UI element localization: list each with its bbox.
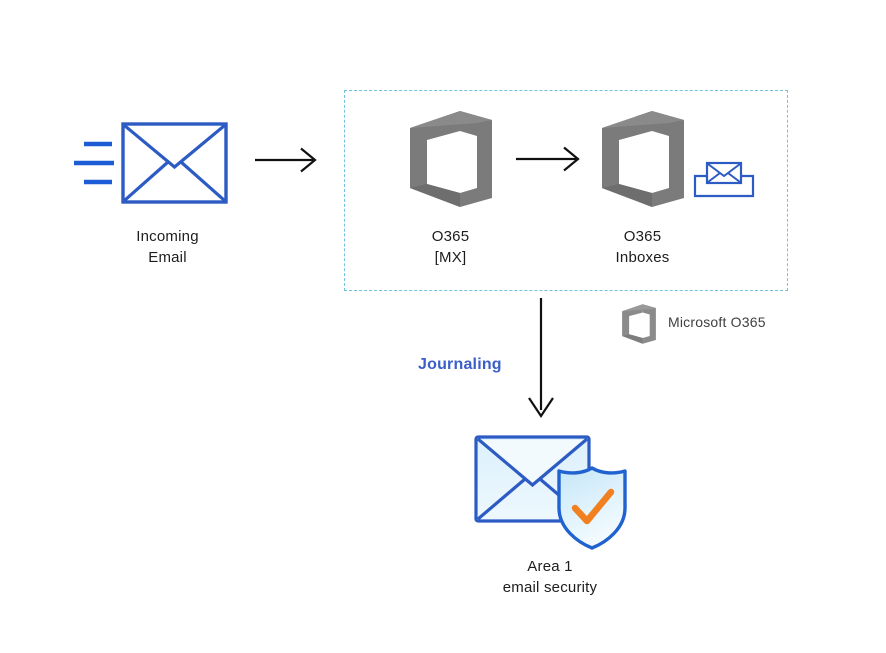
- inbox-tray-glyph: [693, 161, 755, 198]
- area1-envelope-flap-fill: [479, 440, 586, 485]
- office-icon-top-edge: [622, 304, 656, 312]
- journaling-label: Journaling: [418, 356, 502, 373]
- arrow-incoming-to-mx: [255, 145, 320, 175]
- office-icon-bottom-edge: [410, 184, 460, 207]
- office-365-icon: [622, 304, 656, 344]
- legend-label-microsoft-o365: Microsoft O365: [668, 314, 766, 330]
- arrow-head: [528, 397, 554, 418]
- arrow-right-icon: [516, 146, 580, 172]
- arrow-head: [563, 146, 580, 172]
- area1-shield-checkmark: [571, 488, 615, 525]
- envelope-icon: [74, 122, 228, 204]
- office-icon-bottom-edge: [622, 334, 643, 344]
- office-icon-top-edge: [410, 111, 492, 128]
- office-icon-right-panel: [460, 111, 492, 207]
- node-incoming-email: [70, 118, 230, 208]
- arrow-right-icon: [255, 147, 317, 173]
- envelope-flap: [123, 124, 226, 170]
- legend-icon-office-365: [620, 303, 658, 345]
- caption-o365-mx: O365 [MX]: [431, 228, 470, 266]
- area1-envelope-flap: [476, 437, 589, 488]
- node-area1-email-security: [465, 428, 637, 550]
- area1-shield: [557, 466, 627, 550]
- caption-incoming-email: Incoming Email: [136, 228, 199, 266]
- inbox-envelope-folds: [707, 172, 741, 183]
- node-o365-inboxes: [597, 108, 689, 210]
- inbox-tray-envelope-icon: [693, 158, 755, 202]
- office-icon-right-panel: [642, 304, 656, 344]
- office-icon-right-panel: [652, 111, 684, 207]
- office-icon-bottom-edge: [602, 184, 652, 207]
- arrow-mx-to-inboxes: [516, 144, 584, 174]
- envelope-fold-lines: [123, 160, 226, 202]
- email-shield-check-icon: [474, 435, 627, 550]
- arrow-journaling-down: [522, 298, 562, 422]
- arrow-down-icon: [528, 298, 554, 418]
- office-icon-left-panel: [622, 304, 643, 344]
- caption-o365-inboxes: O365 Inboxes: [615, 228, 670, 266]
- office-icon-left-panel: [602, 111, 652, 207]
- arrow-head: [300, 147, 317, 173]
- inbox-envelope-body: [705, 161, 743, 185]
- office-icon-left-panel: [410, 111, 460, 207]
- office-365-icon: [410, 111, 492, 207]
- office-icon-top-edge: [602, 111, 684, 128]
- caption-area1-email-security: Area 1 email security: [502, 558, 598, 596]
- inbox-envelope-flap: [707, 163, 741, 178]
- office-365-icon: [602, 111, 684, 207]
- microsoft-o365-zone: [344, 90, 788, 291]
- node-o365-mx: [405, 108, 497, 210]
